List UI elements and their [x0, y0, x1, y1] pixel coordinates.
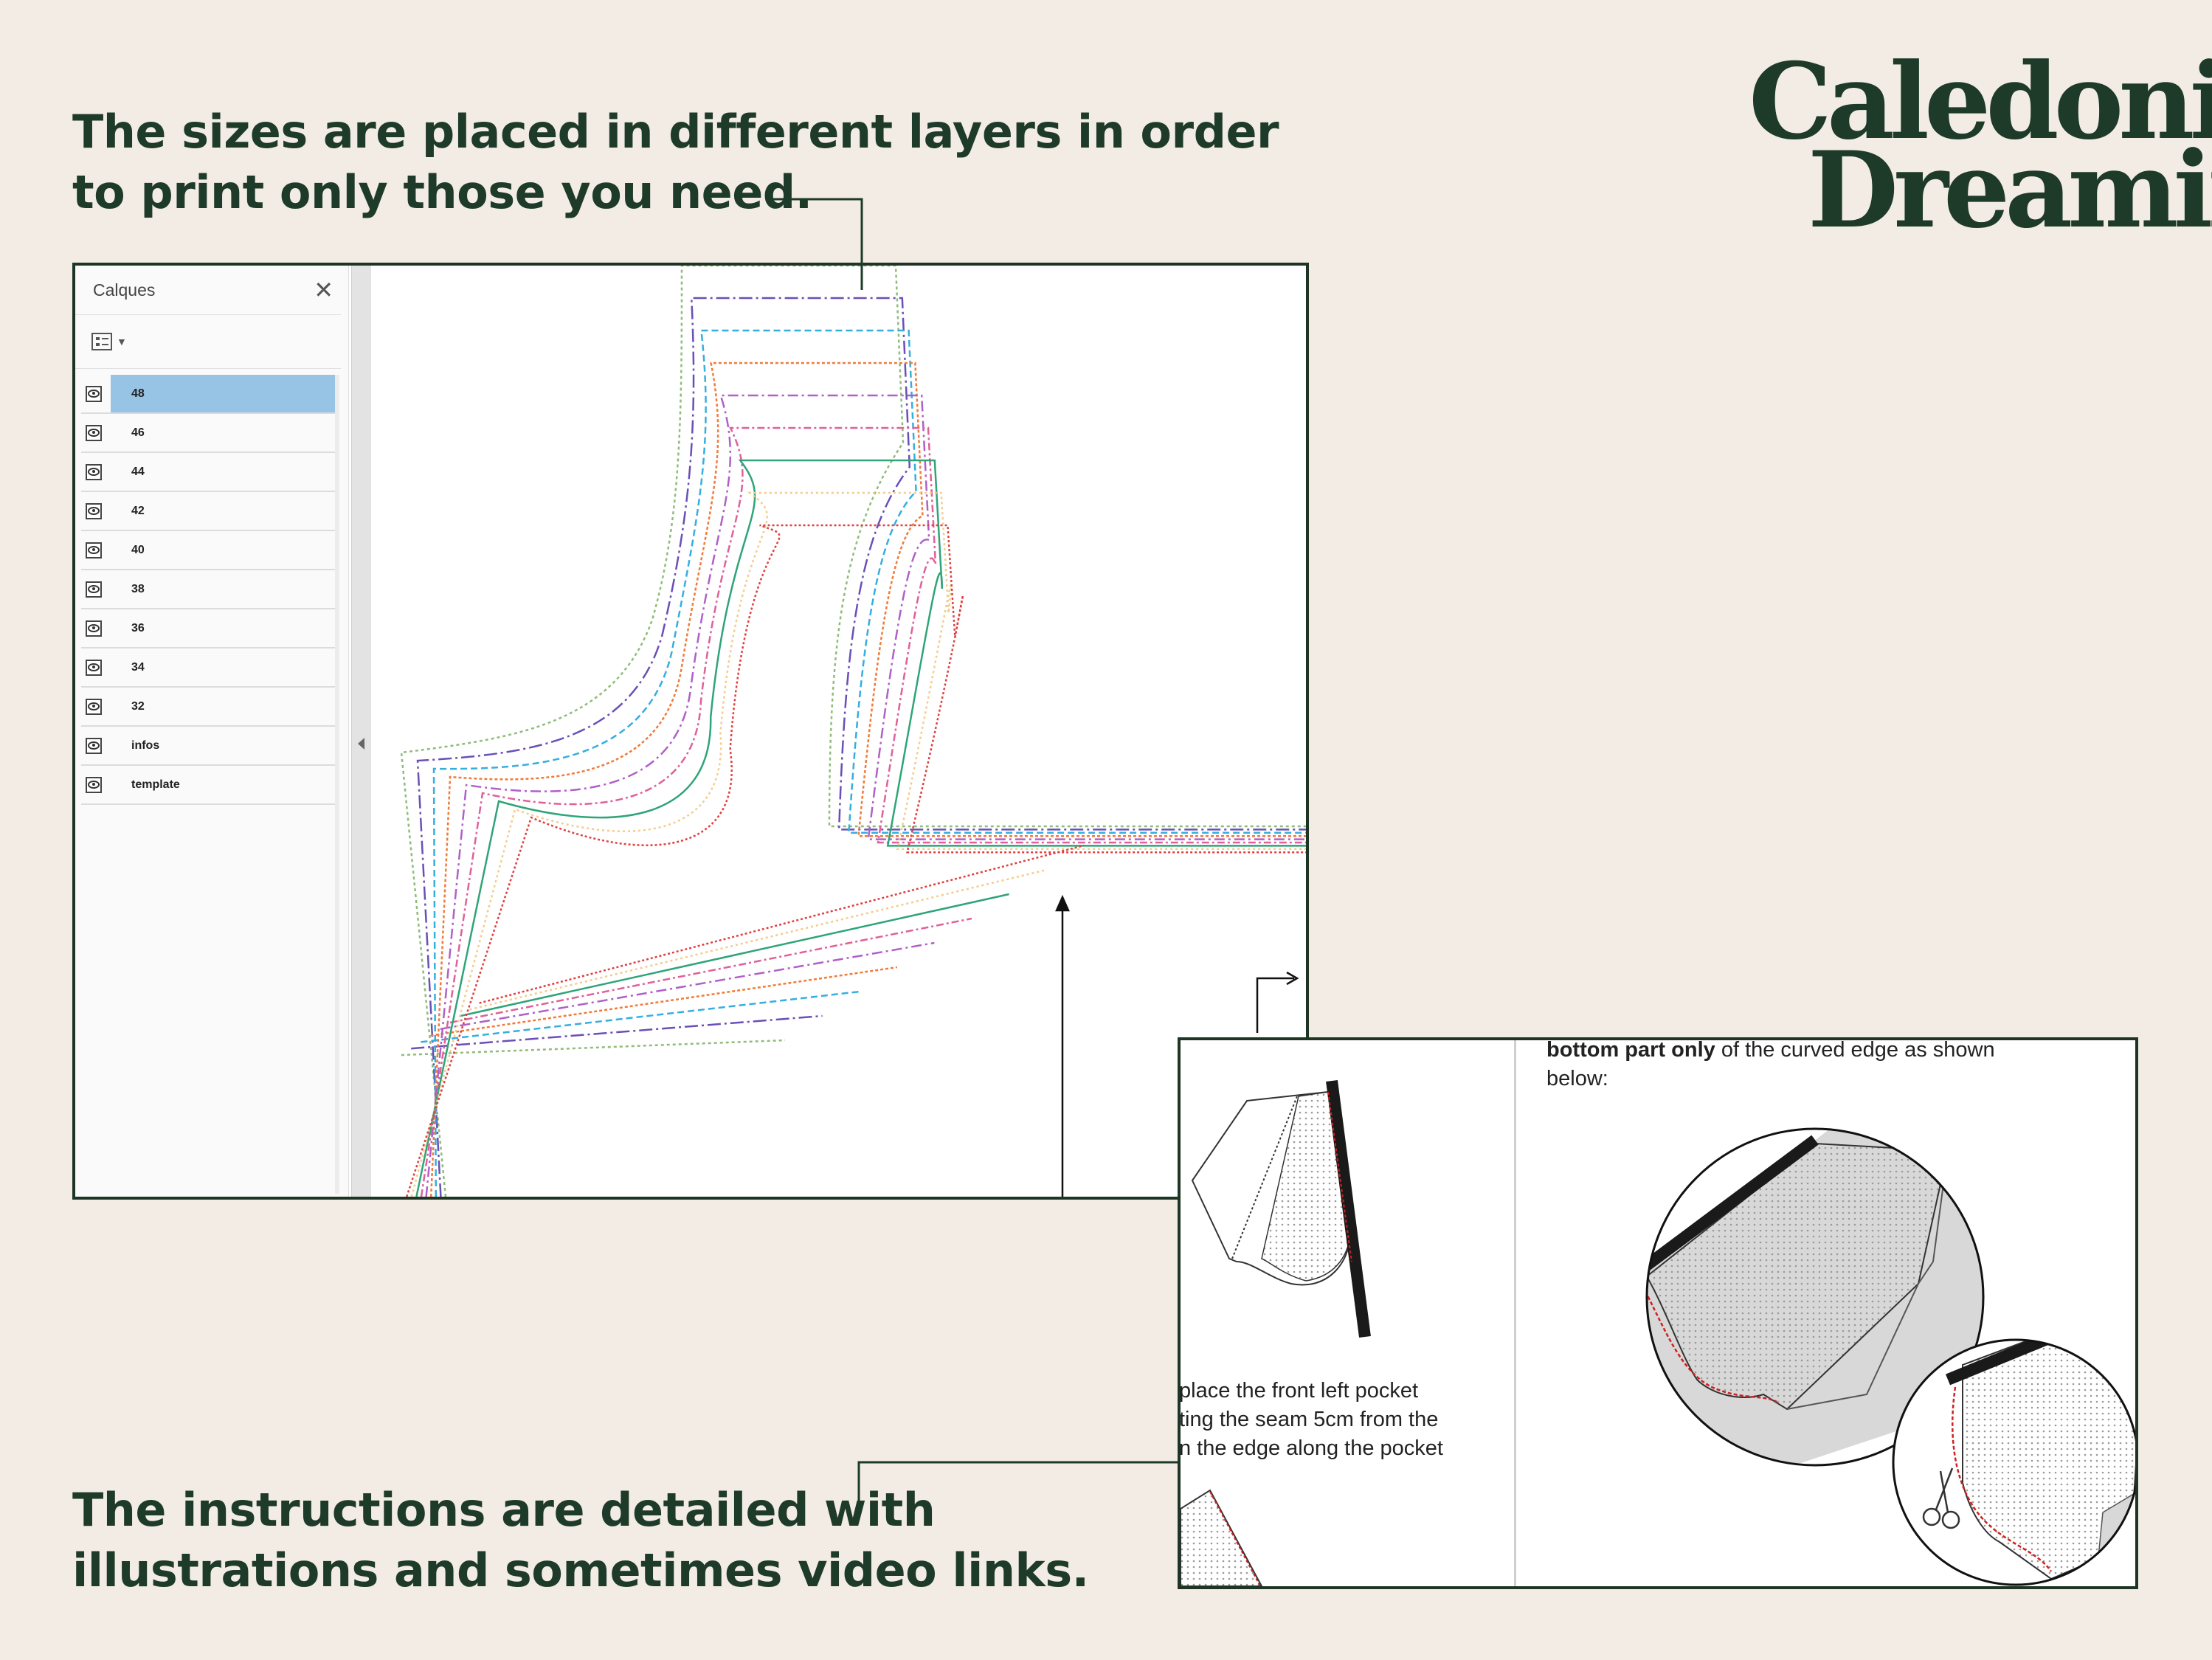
layer-row[interactable]: template: [81, 766, 338, 805]
layer-name[interactable]: 36: [131, 622, 145, 634]
instruction-text-right: bottom part only of the curved edge as s…: [1546, 1038, 1995, 1093]
instruction-left-line-1: place the front left pocket: [1179, 1379, 1419, 1403]
instruction-left-line-2: ting the seam 5cm from the: [1179, 1408, 1439, 1431]
eye-icon[interactable]: [86, 385, 102, 402]
layer-name[interactable]: 42: [131, 505, 145, 517]
logo-line-1: Caledonia: [1749, 41, 2212, 163]
size-hem-line: [469, 868, 1047, 1011]
size-outline: [400, 266, 1306, 1197]
pattern-canvas: [400, 266, 1306, 1197]
inset-page-divider: [1514, 1040, 1516, 1586]
instruction-illustrations: [1181, 1079, 2135, 1586]
instructions-inset: bottom part only of the curved edge as s…: [1178, 1037, 2138, 1589]
eye-icon[interactable]: [86, 698, 102, 715]
eye-glyph: [88, 468, 100, 476]
layer-list: 48 46 44 42 40 38 36 34 32 infos template: [81, 375, 338, 805]
eye-glyph: [88, 741, 100, 750]
layer-row[interactable]: 38: [81, 570, 338, 609]
size-hem-line: [411, 1014, 823, 1050]
layer-row[interactable]: 48: [81, 375, 338, 414]
eye-icon[interactable]: [86, 737, 102, 754]
eye-icon[interactable]: [86, 542, 102, 558]
layer-name[interactable]: 40: [131, 544, 145, 556]
eye-glyph: [88, 546, 100, 554]
caption-layers-line-1: The sizes are placed in different layers…: [72, 105, 1279, 159]
size-hem-line: [479, 844, 1085, 1004]
eye-glyph: [88, 507, 100, 515]
size-hem-line: [440, 941, 935, 1031]
layer-name[interactable]: 38: [131, 583, 145, 595]
pocket-illustration: [1191, 1079, 1371, 1338]
logo-line-2: Dreamin’: [1808, 129, 2212, 252]
layer-name[interactable]: 44: [131, 466, 145, 478]
eye-glyph: [88, 585, 100, 593]
layers-options-button[interactable]: ▼: [75, 315, 341, 369]
layer-name[interactable]: template: [131, 778, 180, 791]
layer-row[interactable]: 40: [81, 531, 338, 570]
size-outline: [415, 459, 1306, 1197]
grainline-arrow: [1055, 894, 1070, 1197]
layer-row[interactable]: infos: [81, 727, 338, 766]
pdf-viewer: Calques ✕ ▼ 48 46 44 42 40 38 36 34 32 infos templ…: [72, 263, 1309, 1200]
size-hem-line: [449, 917, 972, 1024]
layer-row[interactable]: 32: [81, 688, 338, 727]
eye-glyph: [88, 663, 100, 671]
eye-icon[interactable]: [86, 502, 102, 519]
caption-layers-line-2: to print only those you need.: [72, 165, 812, 219]
fold-marker-arrow: [1256, 971, 1299, 1033]
layer-name[interactable]: 46: [131, 426, 145, 439]
layer-name[interactable]: infos: [131, 739, 160, 752]
instruction-bold-phrase: bottom part only: [1546, 1038, 1715, 1062]
eye-icon[interactable]: [86, 581, 102, 598]
instruction-text-rest: of the curved edge as shown: [1715, 1038, 1995, 1062]
size-outline: [432, 329, 1306, 1197]
caption-layers: The sizes are placed in different layers…: [72, 102, 1279, 223]
layer-row[interactable]: 34: [81, 649, 338, 688]
eye-glyph: [88, 429, 100, 437]
panel-splitter[interactable]: [351, 266, 371, 1197]
layers-panel-title: Calques: [93, 280, 156, 300]
size-outline: [410, 491, 1306, 1197]
size-hem-line: [459, 893, 1009, 1017]
caption-instructions-line-2: illustrations and sometimes video links.: [72, 1543, 1089, 1597]
layer-name[interactable]: 34: [131, 661, 145, 674]
collapse-arrow-icon[interactable]: [358, 738, 364, 750]
layers-panel-header: Calques ✕: [75, 266, 341, 315]
eye-glyph: [88, 781, 100, 789]
instruction-text-line-2: below:: [1546, 1067, 1608, 1090]
chevron-down-icon: ▼: [117, 336, 127, 347]
size-outline: [425, 394, 1306, 1197]
eye-icon[interactable]: [86, 659, 102, 676]
caption-instructions: The instructions are detailed with illus…: [72, 1480, 1089, 1601]
close-icon[interactable]: ✕: [314, 277, 333, 303]
layers-panel: Calques ✕ ▼ 48 46 44 42 40 38 36 34 32 infos templ…: [75, 266, 349, 1197]
instruction-left-line-3: n the edge along the pocket: [1179, 1436, 1443, 1460]
layer-row[interactable]: 44: [81, 453, 338, 492]
list-options-icon: [91, 333, 112, 350]
eye-glyph: [88, 390, 100, 398]
layer-row[interactable]: 46: [81, 414, 338, 453]
layer-row[interactable]: 42: [81, 492, 338, 531]
caption-instructions-line-1: The instructions are detailed with: [72, 1483, 936, 1537]
size-outline: [429, 362, 1306, 1197]
size-hem-line: [430, 966, 897, 1037]
brand-logo: Caledonia Dreamin’: [1749, 41, 2212, 252]
size-hem-line: [421, 990, 860, 1043]
size-outline: [416, 297, 1306, 1197]
eye-icon[interactable]: [86, 463, 102, 480]
instruction-text-left: place the front left pocket ting the sea…: [1179, 1377, 1443, 1463]
eye-icon[interactable]: [86, 776, 102, 793]
layers-scrollbar[interactable]: [335, 375, 339, 1194]
layer-row[interactable]: 36: [81, 609, 338, 649]
scissors-icon: [1922, 1467, 1960, 1529]
eye-glyph: [88, 702, 100, 710]
size-outline: [406, 524, 1306, 1197]
size-outline: [420, 426, 1306, 1197]
eye-icon[interactable]: [86, 424, 102, 441]
size-hem-line: [401, 1039, 786, 1056]
eye-icon[interactable]: [86, 620, 102, 637]
eye-glyph: [88, 624, 100, 632]
layer-name[interactable]: 48: [111, 375, 338, 412]
layer-name[interactable]: 32: [131, 700, 145, 713]
